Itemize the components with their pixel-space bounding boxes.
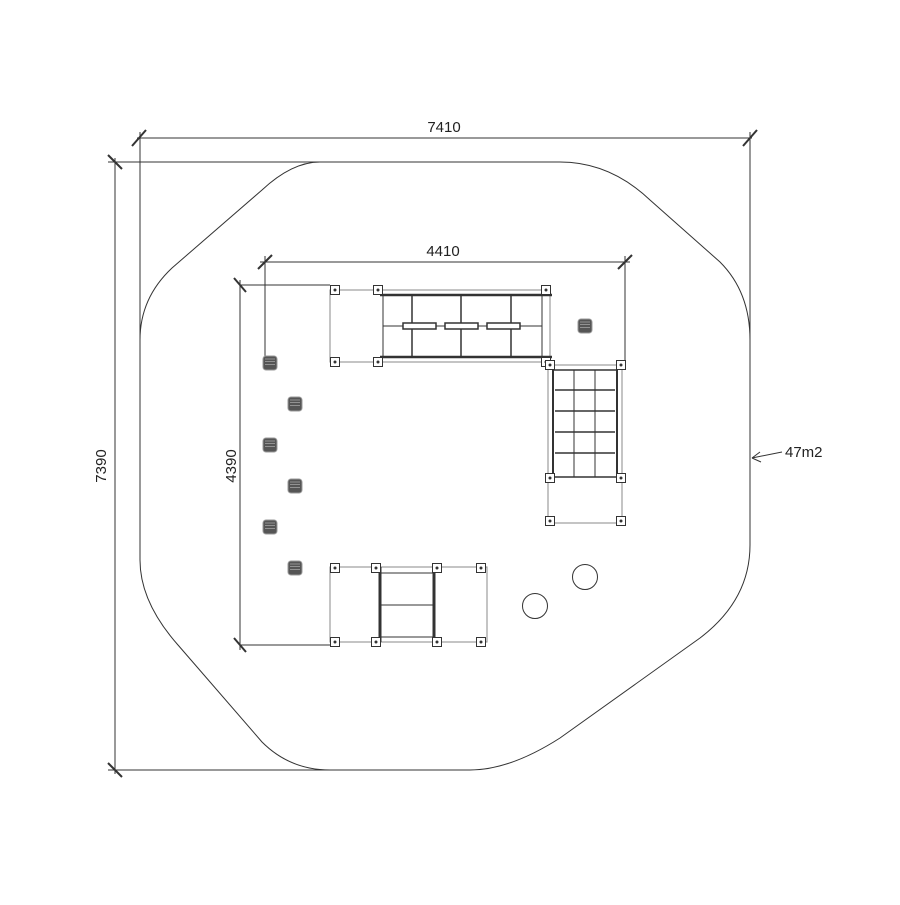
post-bolt: [548, 476, 552, 480]
overall-width-label: 7410: [427, 119, 460, 136]
post-bolt: [333, 360, 337, 364]
stepping-stone: [522, 593, 548, 619]
post-bolt: [374, 566, 378, 570]
bottom-bridge-module: [329, 566, 488, 643]
equipment-depth-label: 4390: [223, 449, 240, 482]
post-bolt: [619, 476, 623, 480]
overall-depth-dimension: [107, 154, 330, 778]
post-bolt: [435, 640, 439, 644]
post-bolt: [479, 640, 483, 644]
equipment-width-label: 4410: [426, 243, 459, 260]
stepping-pad: [287, 478, 303, 494]
equipment-depth-dimension: [233, 277, 330, 653]
stepping-pad: [262, 355, 278, 371]
area-label: 47m2: [785, 444, 823, 461]
post-bolt: [374, 640, 378, 644]
stepping-pad: [577, 318, 593, 334]
stepping-pad: [287, 560, 303, 576]
stepping-pad: [287, 396, 303, 412]
post-bolt: [435, 566, 439, 570]
post-bolt: [544, 288, 548, 292]
overall-depth-label: 7390: [93, 449, 110, 482]
post-bolt: [619, 519, 623, 523]
stepping-pad: [262, 519, 278, 535]
equipment-width-dimension: [257, 254, 633, 365]
safety-zone-outline: [139, 161, 751, 771]
post-bolt: [619, 363, 623, 367]
overall-width-dimension: [131, 129, 758, 460]
post-bolt: [333, 640, 337, 644]
post-bolt: [376, 360, 380, 364]
area-leader-arrow: [751, 451, 783, 463]
stepping-stone: [572, 564, 598, 590]
climbing-net-module: [547, 364, 623, 524]
post-bolt: [376, 288, 380, 292]
stepping-pad: [262, 437, 278, 453]
post-bolt: [333, 566, 337, 570]
post-bolt: [333, 288, 337, 292]
post-bolt: [548, 363, 552, 367]
post-bolt: [479, 566, 483, 570]
post-bolt: [548, 519, 552, 523]
top-bridge-module: [329, 289, 552, 363]
